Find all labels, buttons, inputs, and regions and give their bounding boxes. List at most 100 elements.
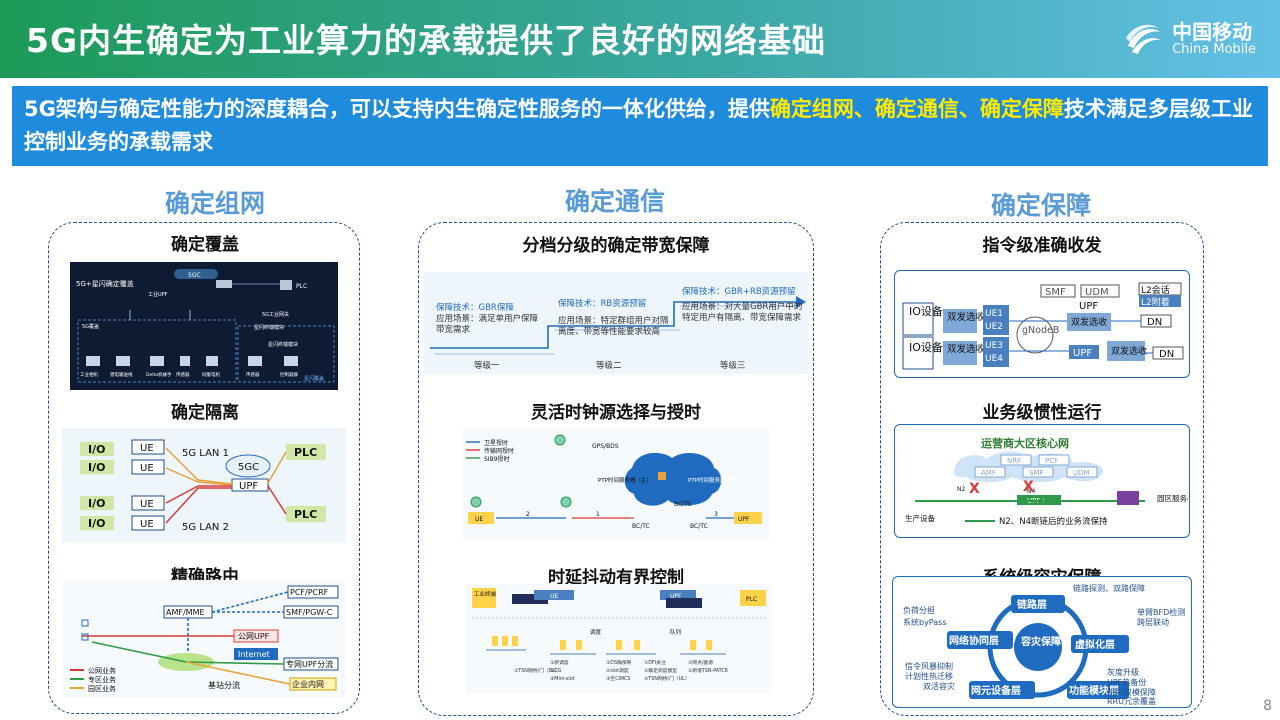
latency-note-4-1: ①DFI关注 bbox=[644, 659, 666, 666]
isolation-ue-3: UE bbox=[140, 499, 154, 510]
routing-internet-label: Internet bbox=[238, 650, 270, 659]
bandwidth-tier2-tech: 保障技术：RB资源预留 bbox=[558, 298, 646, 309]
disaster-note-right-5: UPF热备份 bbox=[1107, 677, 1146, 687]
isolation-lan2-label: 5G LAN 2 bbox=[182, 522, 229, 533]
instruction-io-2-a: IO设备 bbox=[909, 340, 943, 354]
disaster-node-function: 功能模块层 bbox=[1069, 684, 1119, 697]
inertia-title: 运营商大区核心网 bbox=[981, 436, 1069, 450]
instruction-upf-2: UPF bbox=[1073, 348, 1092, 359]
inertia-note: N2、N4断链后的业务流保持 bbox=[999, 516, 1108, 527]
instruction-ue-4: UE4 bbox=[985, 354, 1003, 364]
isolation-ue-2: UE bbox=[140, 463, 154, 474]
latency-note-3-2: ②slot调度 bbox=[606, 667, 629, 674]
disaster-node-ne: 网元设备层 bbox=[971, 684, 1021, 697]
bandwidth-tier1-tech: 保障技术：GBR保障 bbox=[436, 302, 514, 313]
latency-terminal-label: 工业终端 bbox=[474, 590, 497, 598]
subtitle-text: 5G架构与确定性能力的深度耦合，可以支持内生确定性服务的一体化供给，提供确定组网… bbox=[24, 93, 1256, 159]
coverage-module2-label: 星闪终端模块 bbox=[268, 341, 298, 348]
clock-num-1: 1 bbox=[596, 511, 600, 518]
disaster-note-left-5: 双活容灾 bbox=[923, 681, 955, 691]
page-title: 5G内生确定为工业算力的承载提供了良好的网络基础 bbox=[26, 21, 827, 60]
instruction-ue-3: UE3 bbox=[985, 341, 1003, 351]
latency-note-2-2: ②CG bbox=[550, 668, 562, 674]
routing-enterprise-label: 企业内网 bbox=[292, 679, 324, 689]
routing-legend-special: 专区业务 bbox=[88, 675, 116, 684]
isolation-plc-1: PLC bbox=[294, 446, 317, 459]
inertia-prod-label: 生产设备 bbox=[905, 513, 935, 523]
isolation-core-label: 5GC bbox=[238, 462, 259, 473]
instruction-ue-1: UE1 bbox=[985, 309, 1003, 319]
coverage-device-5: 伺服电机 bbox=[202, 371, 220, 378]
instruction-dual-left-2: 双发选收 bbox=[947, 343, 986, 355]
china-mobile-logo-icon bbox=[1126, 24, 1161, 54]
instruction-l2-attach: L2附着 bbox=[1141, 296, 1170, 308]
instruction-l2-session: L2会话 bbox=[1141, 284, 1170, 296]
disaster-node-collab: 网络协同层 bbox=[949, 634, 999, 647]
disaster-diagram: 容灾保障 链路层 虚拟化层 功能模块层 网元设备层 网络协同层 负荷分担 系统b… bbox=[892, 576, 1192, 708]
coverage-nl-label: 星闪覆盖 bbox=[304, 375, 324, 382]
inertia-nf-pcf: PCF bbox=[1045, 457, 1058, 465]
clock-ptp-main-label: PTP时间服务器（主） bbox=[598, 476, 652, 484]
routing-legend-public: 公网业务 bbox=[88, 666, 116, 675]
bandwidth-tier1-scene: 应用场景：满足单用户保障带宽需求 bbox=[436, 314, 539, 335]
disaster-center-label: 容灾保障 bbox=[1020, 635, 1061, 648]
column-title-communication: 确定通信 bbox=[564, 187, 665, 216]
inertia-nf-amf: AMF bbox=[981, 469, 996, 477]
disaster-note-right-1: 链路探测、双路保障 bbox=[1073, 583, 1145, 593]
bandwidth-tier2-scene: 应用场景：特定群组用户对隔离度、带宽等性能要求较高 bbox=[558, 316, 669, 337]
instruction-ue-2: UE2 bbox=[985, 322, 1003, 332]
instruction-dn-2: DN bbox=[1159, 349, 1174, 360]
isolation-lan1-label: 5G LAN 1 bbox=[182, 448, 229, 459]
coverage-device-1: 工业相机 bbox=[80, 371, 98, 378]
clock-num-2: 2 bbox=[526, 511, 530, 518]
coverage-device-6: 传感器 bbox=[246, 371, 260, 378]
section-title-inertia: 业务级惯性运行 bbox=[982, 403, 1102, 423]
coverage-device-4: 传感器 bbox=[176, 371, 190, 378]
instruction-gnb-label: gNodeB bbox=[1022, 325, 1059, 336]
isolation-ue-4: UE bbox=[140, 519, 154, 530]
subtitle-banner: 5G架构与确定性能力的深度耦合，可以支持内生确定性服务的一体化供给，提供确定组网… bbox=[12, 86, 1268, 166]
clock-ue-label: UE bbox=[475, 516, 483, 523]
latency-upf-label: UPF bbox=[670, 593, 682, 600]
clock-legend-sib9: SIB9授时 bbox=[484, 455, 510, 463]
coverage-upf-label: 工业UPF bbox=[148, 291, 168, 298]
coverage-core-label: 5GC bbox=[188, 272, 201, 279]
clock-upf-label: UPF bbox=[738, 516, 750, 523]
latency-note-2-3: ③Mini-slot bbox=[550, 676, 575, 682]
routing-base-label: 基站分流 bbox=[208, 680, 240, 690]
coverage-5g-label: 5G覆盖 bbox=[82, 323, 99, 330]
clock-bctc-1: BC/TC bbox=[674, 501, 692, 508]
latency-diagram: 工业终端 UE UPF PLC 调度 队列 ①TSN网桥/门（DL） ①新调度 … bbox=[466, 584, 772, 694]
inertia-server-label: 园区服务器 bbox=[1157, 493, 1188, 503]
latency-stage-5: 队列 bbox=[670, 628, 682, 636]
instruction-dual-right-1: 双发选收 bbox=[1071, 316, 1107, 328]
clock-gps-label: GPS/BDS bbox=[592, 443, 619, 450]
coverage-module1-label: 星闪终端模块 bbox=[254, 324, 284, 331]
isolation-io-3: I/O bbox=[88, 497, 105, 510]
routing-diagram: PCF/PCRF AMF/MME SMF/PGW-C 公网UPF Interne… bbox=[62, 580, 346, 698]
routing-amf-label: AMF/MME bbox=[166, 608, 205, 617]
isolation-plc-2: PLC bbox=[294, 508, 317, 521]
inertia-diagram: 运营商大区核心网 NRF PCF AMF SMF UDM N2 N4 X X U… bbox=[894, 424, 1190, 538]
subtitle-part1: 5G架构与确定性能力的深度耦合，可以支持内生确定性服务的一体化供给，提供 bbox=[24, 97, 770, 121]
column-title-networking: 确定组网 bbox=[164, 189, 265, 218]
instruction-dual-left-1: 双发选收 bbox=[947, 311, 986, 323]
bandwidth-level-1: 等级一 bbox=[474, 360, 500, 371]
isolation-upf-label: UPF bbox=[239, 481, 258, 492]
logo-text-cn: 中国移动 bbox=[1172, 20, 1253, 44]
disaster-note-left-1: 负荷分担 bbox=[903, 605, 935, 615]
china-mobile-logo: 中国移动 China Mobile bbox=[1122, 18, 1256, 60]
section-title-clock: 灵活时钟源选择与授时 bbox=[531, 403, 701, 423]
coverage-plc-label: PLC bbox=[296, 283, 307, 290]
instruction-diagram: IO设备 IO设备 双发选收 双发选收 UE1 UE2 UE3 UE4 gNod… bbox=[894, 270, 1190, 378]
section-title-isolation: 确定隔离 bbox=[171, 403, 239, 423]
disaster-note-left-2: 系统byPass bbox=[903, 617, 947, 627]
routing-public-upf-label: 公网UPF bbox=[238, 632, 270, 641]
clock-diagram: 卫星授时 传输网授时 SIB9授时 GPS/BDS PTP时间服务器（主） PT… bbox=[462, 428, 770, 540]
disaster-note-left-3: 信令风暴抑制 bbox=[905, 661, 953, 671]
routing-pcf-label: PCF/PCRF bbox=[290, 588, 329, 597]
bandwidth-tier3-tech: 保障技术：GBR+RB资源预留 bbox=[682, 286, 796, 297]
bandwidth-level-2: 等级二 bbox=[596, 360, 622, 371]
isolation-diagram: I/O I/O I/O I/O UE UE UE UE 5G LAN 1 5G … bbox=[62, 428, 346, 542]
panel-assurance bbox=[880, 222, 1204, 716]
